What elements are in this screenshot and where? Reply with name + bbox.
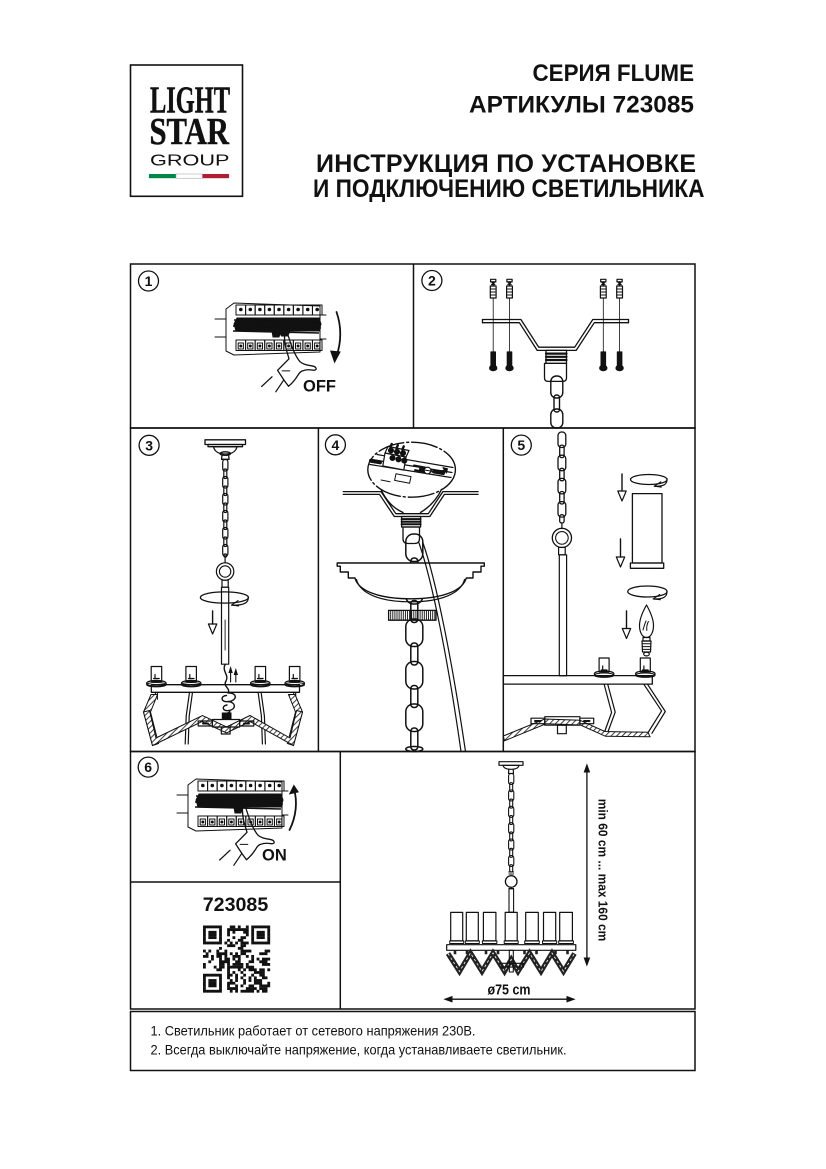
svg-text:OFF: OFF <box>303 378 336 396</box>
svg-text:min 60 cm ... max 160 cm: min 60 cm ... max 160 cm <box>596 799 611 942</box>
svg-text:STAR: STAR <box>150 111 230 153</box>
svg-text:СЕРИЯ FLUME: СЕРИЯ FLUME <box>533 60 695 87</box>
svg-text:ON: ON <box>262 847 287 865</box>
svg-text:4: 4 <box>332 437 340 453</box>
svg-text:3: 3 <box>145 437 153 453</box>
svg-text:LIGHT: LIGHT <box>150 80 230 122</box>
svg-text:ø75 cm: ø75 cm <box>488 983 531 999</box>
svg-text:2: 2 <box>428 273 436 289</box>
svg-text:GROUP: GROUP <box>150 153 230 170</box>
svg-text:АРТИКУЛЫ 723085: АРТИКУЛЫ 723085 <box>469 92 694 119</box>
svg-text:6: 6 <box>144 759 152 775</box>
svg-text:5: 5 <box>517 437 525 453</box>
svg-text:1: 1 <box>145 273 153 289</box>
svg-text:2. Всегда выключайте напряжени: 2. Всегда выключайте напряжение, когда у… <box>151 1043 567 1058</box>
svg-text:И ПОДКЛЮЧЕНИЮ СВЕТИЛЬНИКА: И ПОДКЛЮЧЕНИЮ СВЕТИЛЬНИКА <box>313 175 705 203</box>
svg-text:1. Светильник работает от сете: 1. Светильник работает от сетевого напря… <box>151 1024 476 1039</box>
svg-text:ИНСТРУКЦИЯ ПО УСТАНОВКЕ: ИНСТРУКЦИЯ ПО УСТАНОВКЕ <box>316 150 696 178</box>
svg-text:723085: 723085 <box>203 894 269 916</box>
